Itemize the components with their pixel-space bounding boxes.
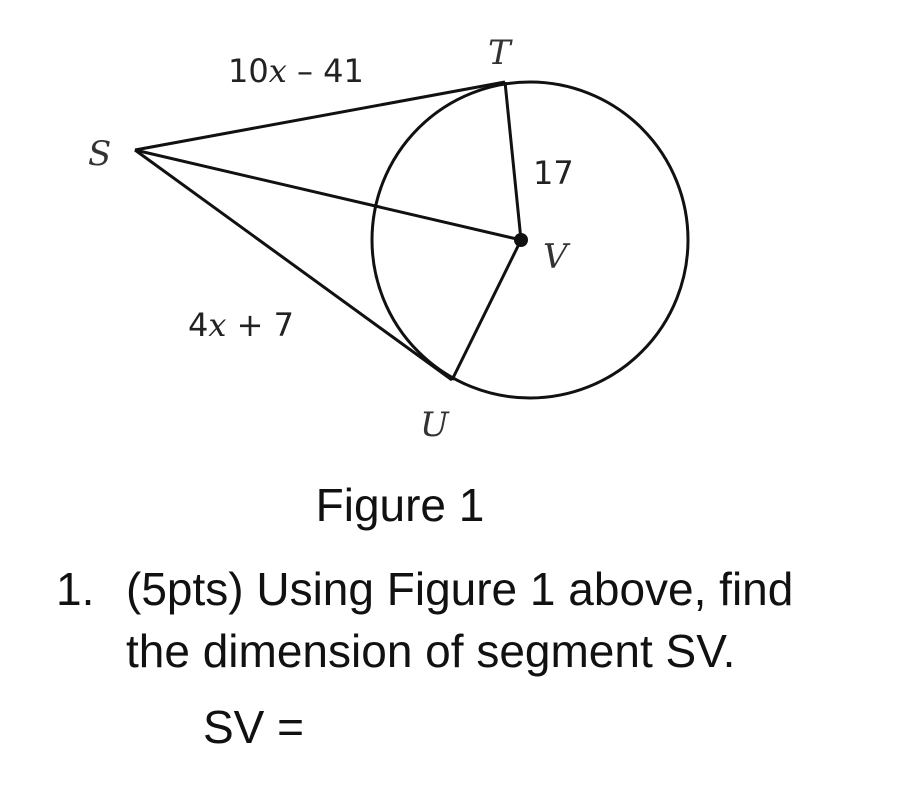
- question-number: 1.: [56, 563, 95, 615]
- geometry-diagram: S T U V 10x – 41 17 4x + 7: [88, 33, 690, 445]
- label-st-length: 10x – 41: [228, 52, 364, 90]
- label-st-rest: – 41: [287, 52, 364, 90]
- point-label-u: U: [420, 405, 450, 445]
- answer-label: SV =: [203, 701, 305, 753]
- center-point-v: [514, 233, 528, 247]
- label-st-coef: 10: [228, 52, 269, 90]
- label-st-var: x: [269, 52, 287, 90]
- label-su-coef: 4: [188, 306, 208, 344]
- question-text: 1. (5pts) Using Figure 1 above, find the …: [56, 558, 913, 682]
- segment-sv: [134, 148, 522, 242]
- point-label-v: V: [543, 237, 571, 277]
- label-su-var: x: [208, 306, 226, 344]
- radius-uv: [450, 239, 523, 381]
- circle: [370, 80, 690, 400]
- segment-st: [134, 80, 506, 152]
- radius-tv: [503, 81, 523, 241]
- point-label-s: S: [88, 134, 111, 174]
- label-su-rest: + 7: [226, 306, 294, 344]
- figure-caption: Figure 1: [315, 479, 485, 531]
- point-label-t: T: [488, 33, 513, 73]
- segment-su: [134, 148, 453, 382]
- label-su-length: 4x + 7: [188, 306, 294, 344]
- question-line-2: the dimension of segment SV.: [126, 625, 736, 677]
- question-line-1: (5pts) Using Figure 1 above, find: [126, 563, 794, 615]
- label-tv-length: 17: [533, 154, 574, 192]
